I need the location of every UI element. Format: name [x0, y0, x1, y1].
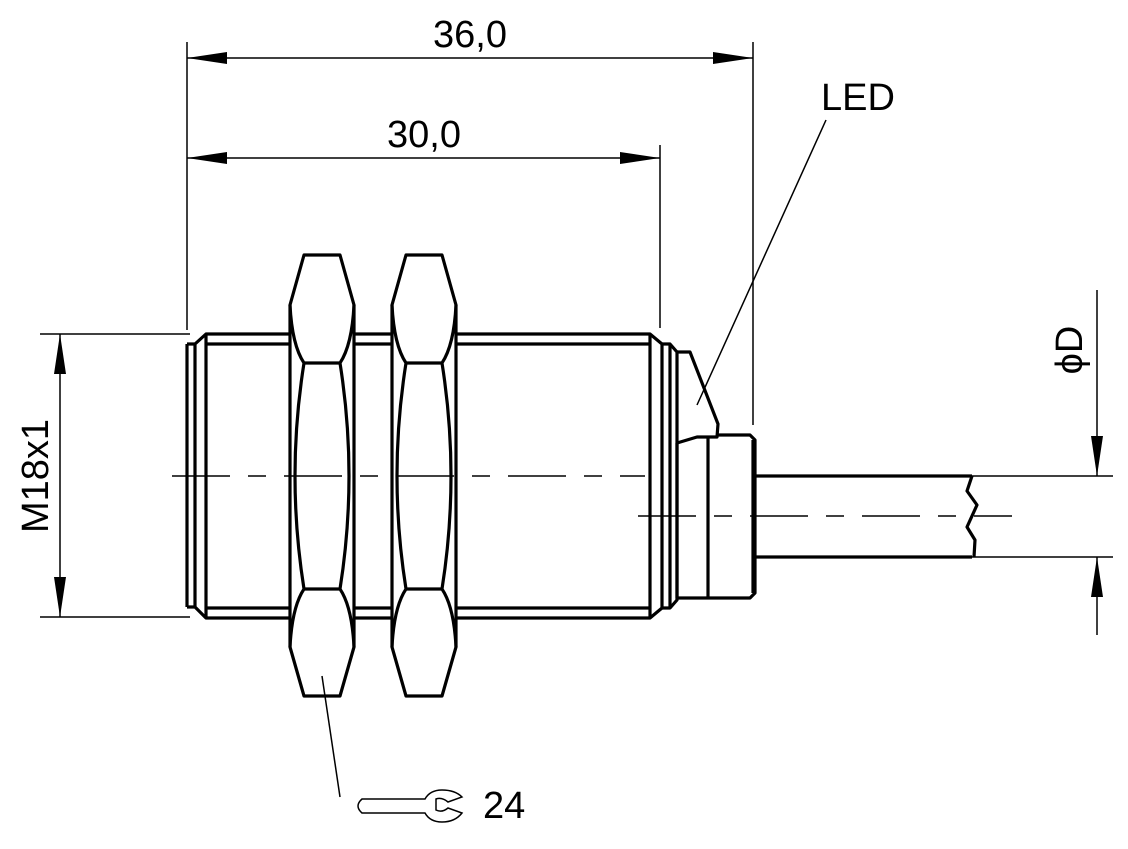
dimension-thread [40, 333, 190, 618]
overall-length-label: 36,0 [433, 14, 507, 56]
wrench-leader-line [321, 675, 341, 798]
sensor-body [185, 332, 679, 620]
cable-gland [675, 433, 757, 600]
cable [755, 474, 979, 559]
nut-1 [288, 253, 356, 698]
led-leader-line [696, 119, 827, 406]
dimension-body-length [187, 145, 661, 328]
led-label: LED [821, 77, 895, 119]
open-end-wrench-icon [357, 789, 464, 823]
thread-label: M18x1 [15, 419, 57, 533]
cable-diameter-label: ϕD [1049, 326, 1091, 375]
wrench-size-label: 24 [483, 785, 525, 827]
nut-2 [390, 253, 458, 698]
led-housing [676, 350, 720, 445]
dimension-overall-length [186, 42, 754, 425]
body-length-label: 30,0 [387, 114, 461, 156]
